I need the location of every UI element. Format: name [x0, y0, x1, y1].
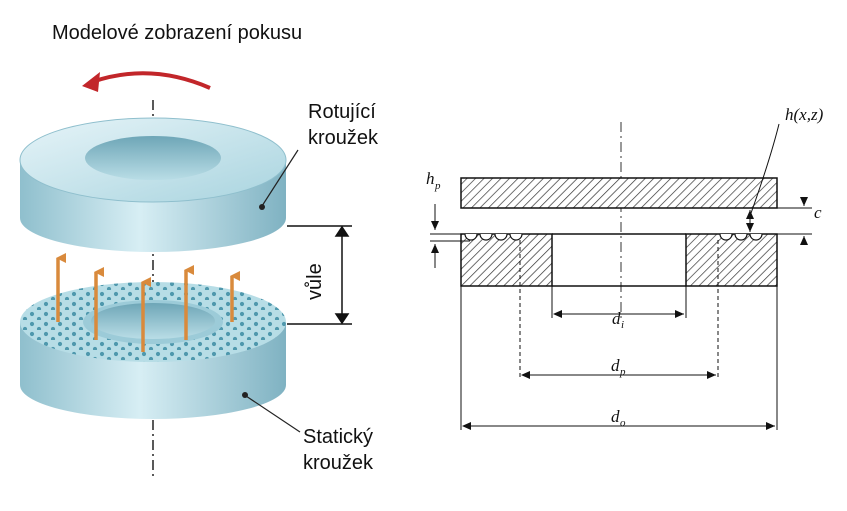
svg-text:i: i [621, 319, 624, 331]
svg-text:o: o [620, 417, 626, 429]
page-title: Modelové zobrazení pokusu [52, 22, 303, 44]
rotating-ring-label-line1: Rotující [308, 101, 376, 123]
gap-dimension [287, 225, 352, 325]
static-ring-leader [245, 395, 301, 433]
rotating-ring-leader [261, 149, 299, 207]
static-ring-label-line2: kroužek [303, 452, 374, 474]
rotating-ring [19, 117, 287, 252]
rotation-arrow [82, 71, 211, 92]
cross-section [430, 122, 812, 430]
svg-text:d: d [611, 407, 620, 426]
static-ring-label: Statický kroužek [303, 424, 373, 476]
svg-text:p: p [619, 366, 626, 378]
pocket-depth-label: h p [426, 169, 441, 192]
svg-text:p: p [434, 180, 441, 192]
dim-outer-label: d o [611, 407, 626, 429]
dim-inner-label: d i [612, 309, 624, 331]
rotating-ring-label: Rotující kroužek [308, 99, 378, 151]
air-flow-arrows [56, 253, 240, 352]
svg-text:h: h [426, 169, 435, 188]
rotating-ring-label-line2: kroužek [308, 127, 379, 149]
svg-text:d: d [611, 356, 620, 375]
clearance-label: c [814, 203, 822, 222]
top-plate [460, 177, 778, 209]
dim-pocket-label: d p [611, 356, 626, 378]
gap-label: vůle [304, 263, 326, 300]
static-ring-label-line1: Statický [303, 426, 374, 448]
svg-text:d: d [612, 309, 621, 328]
static-ring [20, 282, 286, 419]
film-thickness-label: h(x,z) [785, 105, 824, 124]
